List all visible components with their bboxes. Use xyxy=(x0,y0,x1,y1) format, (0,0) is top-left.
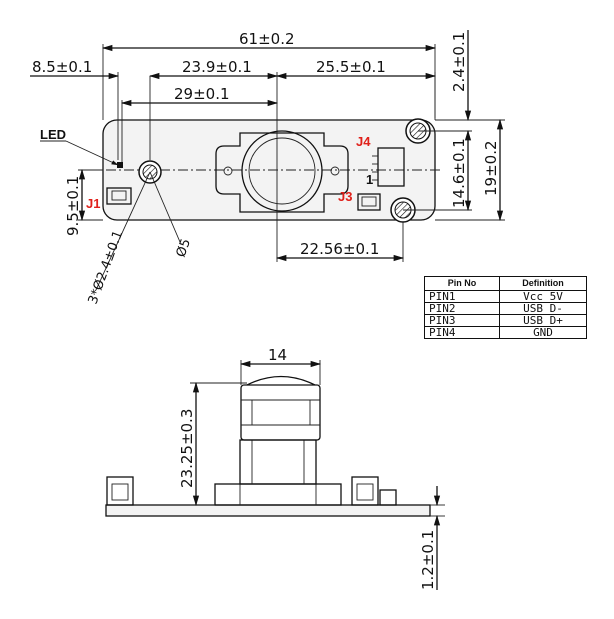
dim-left-hole-height: 9.5±0.1 xyxy=(64,176,82,236)
connector-j3-inner xyxy=(361,196,377,207)
dim-bottom-hole-distance: 22.56±0.1 xyxy=(300,240,379,258)
leader-lens-diameter xyxy=(149,171,181,243)
dim-j4-to-center: 23.9±0.1 xyxy=(182,58,252,76)
leader-hole-diameter xyxy=(95,171,151,291)
side-connector-right-small xyxy=(379,489,397,506)
dim-lens-diameter: Ø5 xyxy=(174,237,194,260)
dim-lens-height: 23.25±0.3 xyxy=(178,409,196,488)
dim-left-offset: 8.5±0.1 xyxy=(32,58,92,76)
side-connector-right-inner xyxy=(356,483,374,501)
side-holder-base xyxy=(214,483,342,506)
side-lens-dome xyxy=(246,375,316,386)
label-j4: J4 xyxy=(356,134,371,149)
dim-board-thickness: 1.2±0.1 xyxy=(419,530,437,590)
connector-j1 xyxy=(106,187,132,205)
dim-top-offset: 2.4±0.1 xyxy=(450,32,468,92)
connector-j4 xyxy=(377,147,405,187)
label-j3: J3 xyxy=(338,189,352,204)
dim-center-to-hole: 29±0.1 xyxy=(174,85,230,103)
side-connector-right xyxy=(351,476,379,506)
side-lens-barrel-lower xyxy=(239,439,317,485)
lens-holder-screw-left xyxy=(223,166,233,176)
dim-hole-diameter: 3*Ø2.4±0.1 xyxy=(86,229,127,307)
lens-outer-circle xyxy=(241,130,323,212)
table-row: PIN3 USB D+ xyxy=(424,314,587,327)
side-lens-barrel-upper xyxy=(240,384,321,441)
side-connector-left xyxy=(106,476,134,506)
table-row: PIN4 GND xyxy=(424,326,587,339)
lens-inner-circle xyxy=(248,137,316,205)
side-connector-left-inner xyxy=(111,483,129,501)
connector-j3 xyxy=(357,193,381,211)
dim-hole-spacing: 14.6±0.1 xyxy=(450,138,468,208)
dim-lens-width: 14 xyxy=(268,346,287,364)
definition-cell: USB D+ xyxy=(499,314,587,327)
definition-cell: Vcc 5V xyxy=(499,290,587,303)
table-row: PIN2 USB D- xyxy=(424,302,587,315)
dim-board-height: 19±0.2 xyxy=(482,140,500,196)
label-j1: J1 xyxy=(86,196,100,211)
top-view: 61±0.2 8.5±0.1 23.9±0.1 25.5±0.1 29±0.1 … xyxy=(30,30,505,306)
label-led: LED xyxy=(40,127,66,142)
label-pin-one: 1 xyxy=(366,172,373,187)
pin-cell: PIN3 xyxy=(424,314,500,327)
pin-definition-table: Pin No Definition PIN1 Vcc 5V PIN2 USB D… xyxy=(424,276,587,339)
pin-table-header-pin: Pin No xyxy=(424,276,500,291)
led-component xyxy=(117,162,123,168)
leader-led xyxy=(65,140,119,166)
pin-cell: PIN1 xyxy=(424,290,500,303)
pin-cell: PIN4 xyxy=(424,326,500,339)
dim-overall-width: 61±0.2 xyxy=(239,30,295,48)
lens-holder-outline xyxy=(215,132,349,213)
side-board xyxy=(105,504,431,517)
definition-cell: USB D- xyxy=(499,302,587,315)
pin-table-header-row: Pin No Definition xyxy=(424,276,587,291)
definition-cell: GND xyxy=(499,326,587,339)
table-row: PIN1 Vcc 5V xyxy=(424,290,587,303)
lens-holder-screw-right xyxy=(330,166,340,176)
dim-center-to-right: 25.5±0.1 xyxy=(316,58,386,76)
pin-table-header-definition: Definition xyxy=(499,276,587,291)
side-view: 14 23.25±0.3 1.2±0.1 xyxy=(105,346,445,590)
pin-cell: PIN2 xyxy=(424,302,500,315)
connector-j1-inner xyxy=(111,190,127,201)
